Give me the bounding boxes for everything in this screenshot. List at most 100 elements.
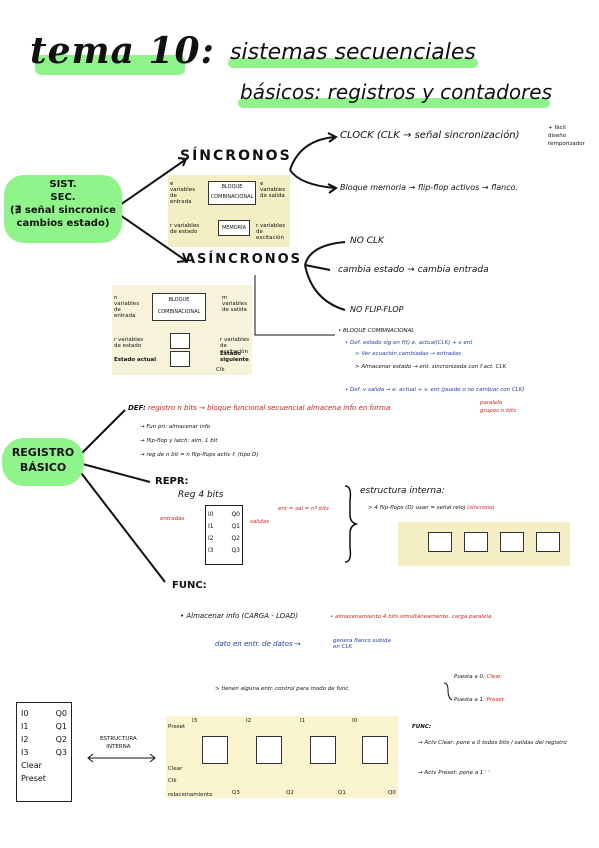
def-branch-1: paralelo <box>480 400 503 406</box>
bottom-circuit: Preset Clear Clk I3 I2 I1 I0 Q3 Q2 Q1 Q0… <box>166 716 398 798</box>
bottom-out-0: Q0 <box>55 709 67 718</box>
no-clk-text: NO CLK <box>350 236 384 246</box>
sincrono-tag: (síncrono) <box>466 505 495 511</box>
sync-out-vars: e variables de salida <box>260 181 286 199</box>
sist-sec-line-2: SEC. <box>50 192 76 203</box>
registro-highlight <box>2 438 84 486</box>
sincronos-diagram: e variables de entrada BLOQUE COMBINACIO… <box>168 175 290 247</box>
circuit-clear: Clear <box>168 766 183 772</box>
async-ff-1 <box>170 333 190 349</box>
sist-sec-line-4: cambios estado) <box>16 218 110 229</box>
circuit-cut-text: relacionamiento <box>168 792 213 798</box>
asincronos-diagram: n variables de entrada BLOQUE COMBINACIO… <box>112 285 252 375</box>
async-note-3: > Almacenar estado → ent. sincronizada c… <box>355 364 507 370</box>
func-3a: Puesta a 0: Clear <box>454 674 501 680</box>
no-ff-text: NO FLIP-FLOP <box>350 305 404 314</box>
def-point-1: → Fun pri: almacenar info <box>140 424 211 430</box>
func-1: • Almacenar info (CARGA - LOAD) <box>180 612 299 620</box>
bottom-preset: Preset <box>21 774 46 783</box>
clock-note-2: diseño <box>548 133 567 139</box>
def-prefix: DEF: <box>128 404 146 412</box>
async-note-2: > Ver ecuación cambiadas → entradas <box>355 351 461 357</box>
subtitle-highlight <box>228 58 478 68</box>
async-clk: Clk <box>216 367 225 373</box>
asincronos-label: ASÍNCRONOS <box>185 252 303 267</box>
reg-block-bottom: I0 I1 I2 I3 Clear Preset Q0 Q1 Q2 Q3 <box>16 702 72 802</box>
async-note-4: • Def. v salida → e. actual + v. ent (pu… <box>345 387 525 393</box>
async-ff-2 <box>170 351 190 367</box>
circuit-ff-4 <box>362 736 388 764</box>
reg-in-0: I0 <box>208 511 214 518</box>
circuit-i3: I3 <box>192 718 198 724</box>
async-block: BLOQUE COMBINACIONAL <box>152 293 206 321</box>
sist-sec-highlight <box>4 175 122 243</box>
reg-out-3: Q3 <box>231 547 240 554</box>
reg-out-2: Q2 <box>231 535 240 542</box>
def-branch-2: grupos n bits <box>480 408 516 414</box>
bottom-out-3: Q3 <box>55 748 67 757</box>
estructura-interna-label: ESTRUCTURA INTERNA <box>100 735 137 751</box>
reg-out-1: Q1 <box>231 523 240 530</box>
sincronos-label: SÍNCRONOS <box>180 148 292 164</box>
ff-d-3 <box>500 532 524 552</box>
reg-in-3: I3 <box>208 547 214 554</box>
ent-sal-note: ent = sal = nº bits <box>278 506 329 512</box>
sync-state-vars: r variables de estado <box>170 223 200 235</box>
def-branches: paralelo grupos n bits <box>480 399 516 415</box>
async-state-vars: r variables de estado <box>114 337 144 349</box>
sync-in-vars: e variables de entrada <box>170 181 196 205</box>
sist-sec-line-1: SIST. <box>49 179 77 190</box>
async-exc-vars: r variables de excitación <box>220 337 250 355</box>
entradas-label: entradas <box>160 516 185 522</box>
estructura-label: estructura interna: <box>360 486 445 496</box>
reg-title: Reg 4 bits <box>178 490 224 500</box>
circuit-q2: Q2 <box>286 790 294 796</box>
registro-line-2: BÁSICO <box>19 461 67 474</box>
clock-text: CLOCK (CLK → señal sincronización) <box>340 130 520 141</box>
func-3b-label: Puesta a 1: <box>454 697 485 703</box>
bottom-out-1: Q1 <box>55 722 67 731</box>
circuit-preset: Preset <box>168 724 186 730</box>
bottom-clear: Clear <box>21 761 42 770</box>
bottom-func-title: FUNC: <box>412 724 432 730</box>
func-label: FUNC: <box>172 580 207 591</box>
estructura-note: > 4 flip-flops (D) usan = señal reloj (s… <box>368 505 495 511</box>
def-point-3: → reg de n bit = n flip-flops activ f. (… <box>140 452 259 458</box>
preset-tag: Preset <box>486 697 504 703</box>
bottom-out-2: Q2 <box>55 735 67 744</box>
bloque-comb-text: • BLOQUE COMBINACIONAL <box>338 328 415 334</box>
sync-exc-vars: r variables de excitación <box>256 223 286 241</box>
bottom-in-2: I2 <box>21 735 29 744</box>
reg-4bit-block: I0 I1 I2 I3 Q0 Q1 Q2 Q3 <box>205 505 243 565</box>
func-2: dato en entr. de datos → <box>215 640 301 648</box>
func-1-note: • almacenamiento 4 bits simultáneamente.… <box>330 614 492 620</box>
func-2b: genera flanco subida en CLK <box>333 638 391 650</box>
registro-line-1: REGISTRO <box>11 446 75 459</box>
interna-word: INTERNA <box>106 744 131 750</box>
clear-tag: Clear <box>486 674 501 680</box>
ff-d-4 <box>536 532 560 552</box>
sync-block: BLOQUE COMBINACIONAL <box>208 181 256 205</box>
circuit-q3: Q3 <box>232 790 240 796</box>
async-state-label: Estado actual <box>114 357 157 363</box>
ff-d-1 <box>428 532 452 552</box>
circuit-ff-3 <box>310 736 336 764</box>
async-note-1: • Def. estado sig en f(t) e. actual(CLK)… <box>345 340 473 346</box>
registro-node: REGISTRO BÁSICO <box>2 445 84 475</box>
func-3b: Puesta a 1: Preset <box>454 697 504 703</box>
sist-sec-node: SIST. SEC. (∄ señal sincronice cambios e… <box>4 178 122 230</box>
bottom-in-3: I3 <box>21 748 29 757</box>
circuit-ff-1 <box>202 736 228 764</box>
circuit-q0: Q0 <box>388 790 396 796</box>
sist-sec-line-3: (∄ señal sincronice <box>10 205 116 216</box>
sync-memory: MEMORIA <box>218 220 250 236</box>
subtitle-highlight-2 <box>238 98 550 108</box>
func-3: > tienen alguna entr. control para modo … <box>215 686 351 692</box>
def-line: DEF: registro n bits → bloque funcional … <box>128 404 390 412</box>
bottom-func-clear: → Actv Clear: pone a 0 todos bits / sali… <box>418 740 567 746</box>
title-highlight <box>35 55 185 75</box>
reg-out-0: Q0 <box>231 511 240 518</box>
estructura-word: ESTRUCTURA <box>100 736 137 742</box>
estructura-diagram <box>398 522 570 566</box>
bottom-in-1: I1 <box>21 722 29 731</box>
